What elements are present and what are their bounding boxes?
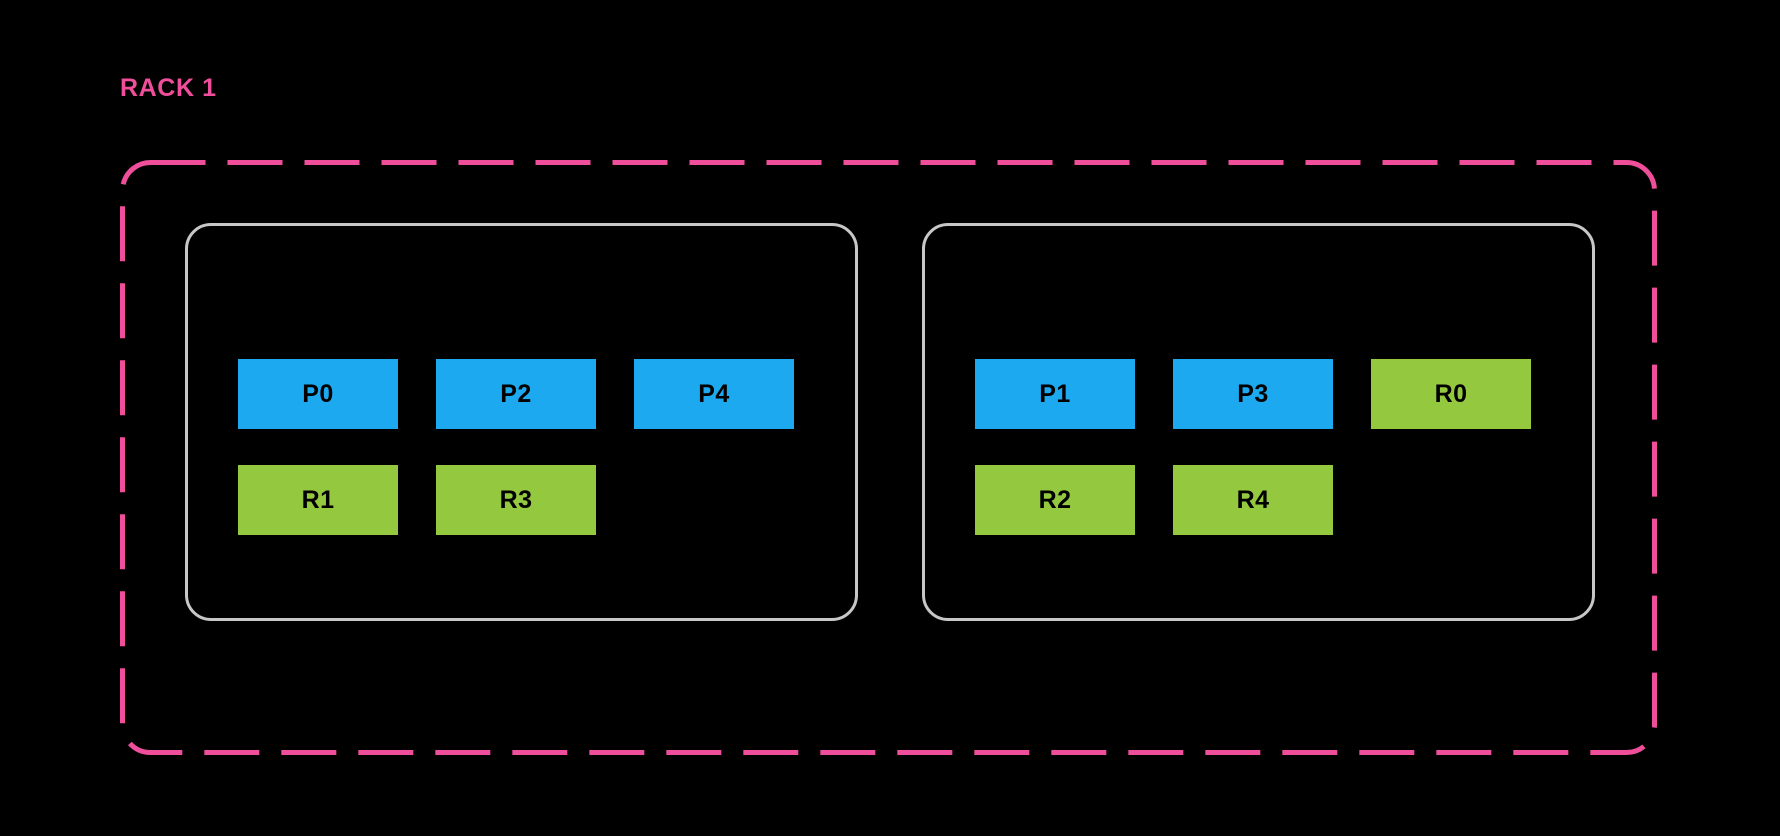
shard-p3[interactable]: P3 — [1173, 359, 1333, 429]
shard-p2[interactable]: P2 — [436, 359, 596, 429]
shard-r2[interactable]: R2 — [975, 465, 1135, 535]
node-1-replica-row: R1 R3 — [238, 465, 596, 535]
node-2-primary-row: P1 P3 R0 — [975, 359, 1531, 429]
shard-p0[interactable]: P0 — [238, 359, 398, 429]
node-2-replica-row: R2 R4 — [975, 465, 1333, 535]
node-1-primary-row: P0 P2 P4 — [238, 359, 794, 429]
node-panel-1: P0 P2 P4 R1 R3 — [185, 223, 858, 621]
shard-r1[interactable]: R1 — [238, 465, 398, 535]
shard-r0[interactable]: R0 — [1371, 359, 1531, 429]
shard-r4[interactable]: R4 — [1173, 465, 1333, 535]
rack-label: RACK 1 — [120, 74, 217, 102]
shard-r3[interactable]: R3 — [436, 465, 596, 535]
shard-p4[interactable]: P4 — [634, 359, 794, 429]
node-panel-2: P1 P3 R0 R2 R4 — [922, 223, 1595, 621]
shard-p1[interactable]: P1 — [975, 359, 1135, 429]
